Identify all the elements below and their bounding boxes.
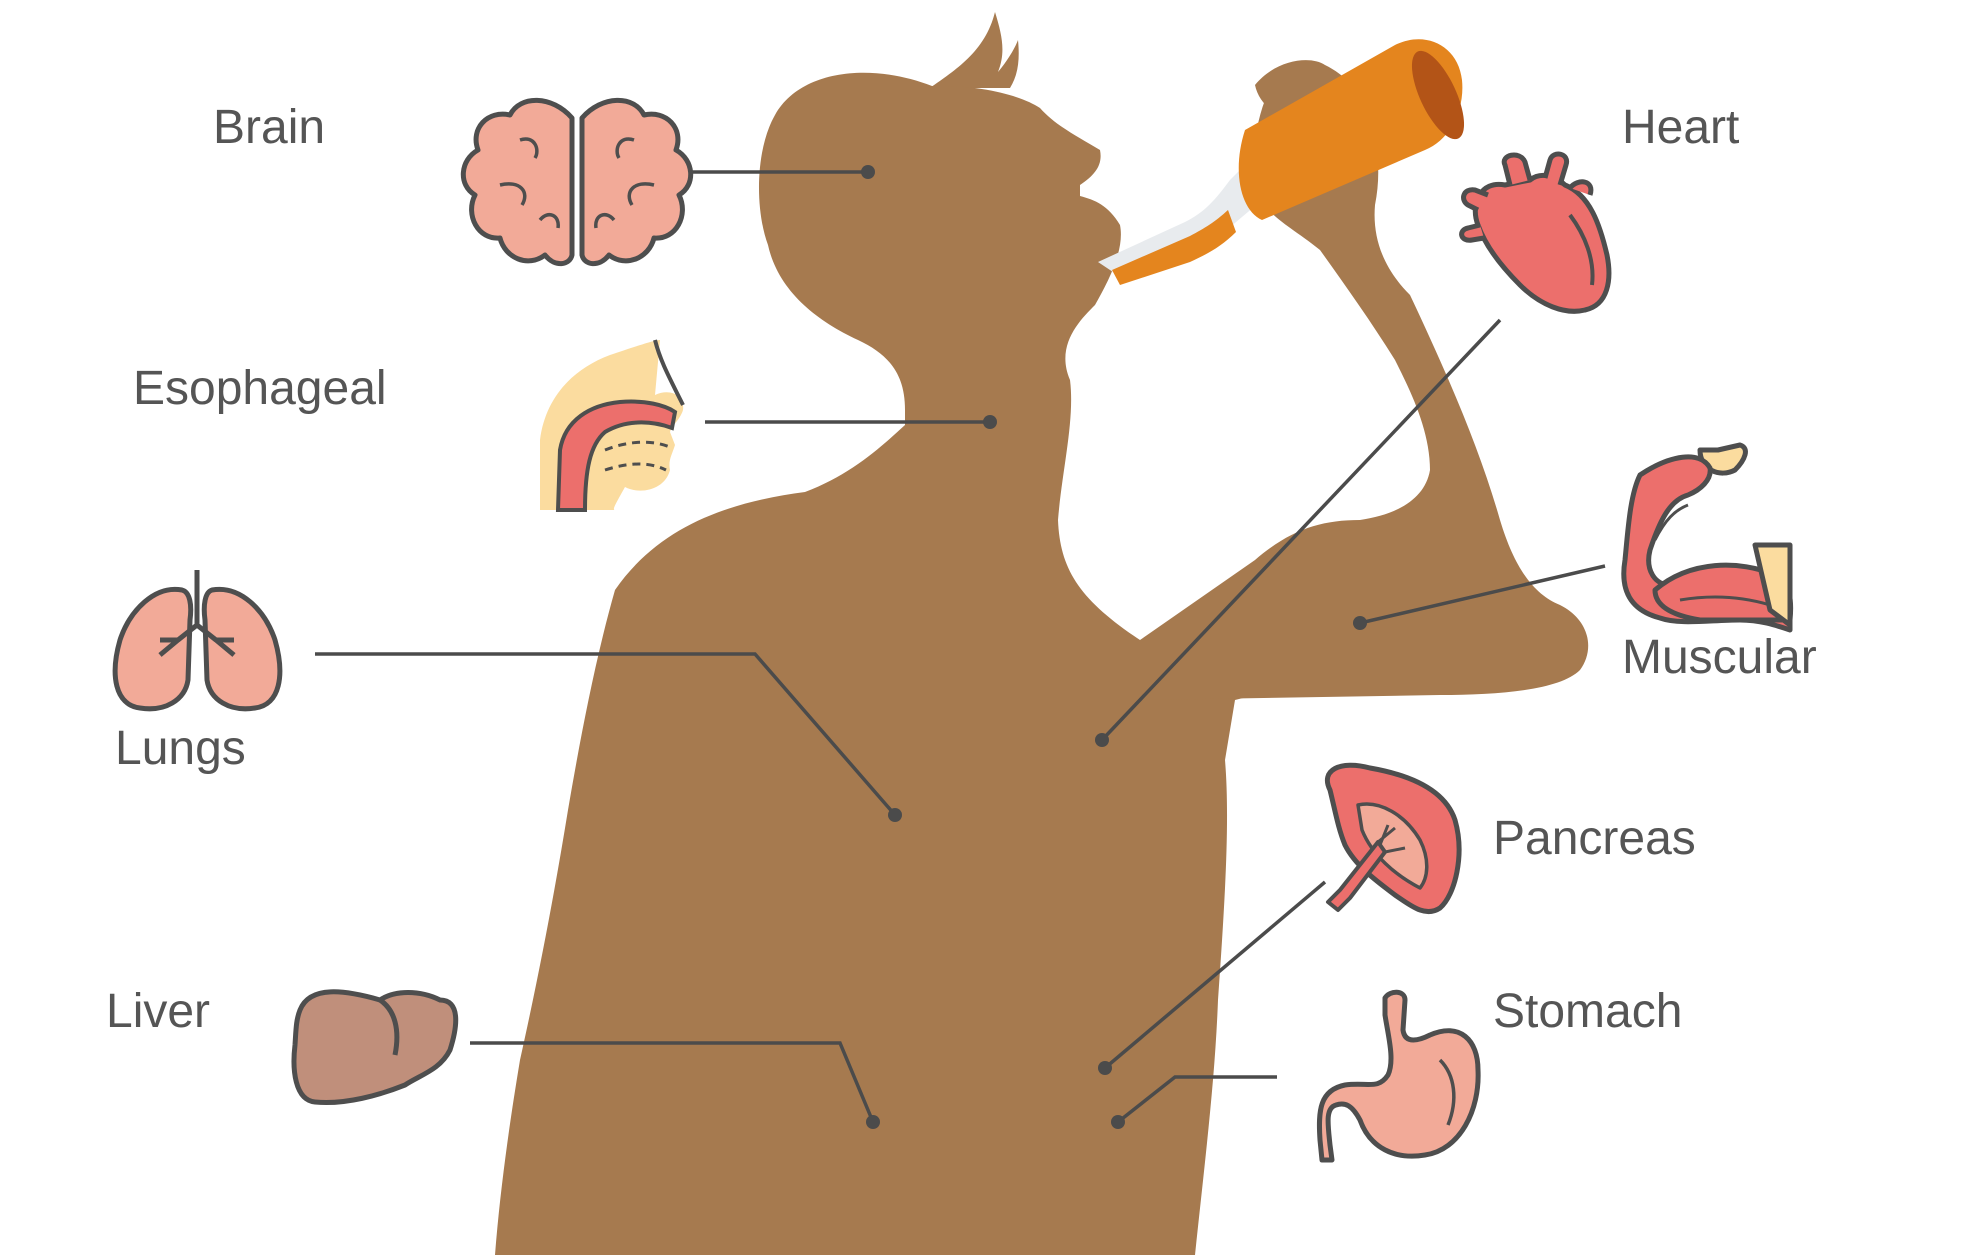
leader-lines (315, 170, 1606, 1124)
bottle-base (1411, 50, 1465, 140)
brain-icon (460, 97, 694, 267)
liver-icon (291, 989, 459, 1106)
label-pancreas: Pancreas (1493, 812, 1696, 865)
leader-line-liver (470, 1041, 875, 1123)
endpoint-esophageal (983, 415, 997, 429)
label-muscular: Muscular (1622, 631, 1817, 684)
endpoint-liver (866, 1115, 880, 1129)
bottle-liquid-neck (1112, 210, 1236, 285)
label-stomach: Stomach (1493, 985, 1683, 1038)
pancreas-icon (1325, 762, 1462, 915)
endpoint-stomach (1111, 1115, 1125, 1129)
leader-line-stomach (1116, 1075, 1277, 1124)
heart-icon (1459, 151, 1612, 314)
bottle-body (1238, 39, 1463, 220)
label-esophageal: Esophageal (133, 362, 387, 415)
endpoint-lungs (888, 808, 902, 822)
label-lungs: Lungs (115, 722, 246, 775)
leader-line-muscular (1359, 564, 1606, 625)
esophagus-icon (540, 339, 685, 512)
stomach-icon (1316, 989, 1481, 1163)
lungs-icon (112, 570, 283, 712)
endpoint-heart (1095, 733, 1109, 747)
endpoint-pancreas (1098, 1061, 1112, 1075)
leader-line-pancreas (1103, 880, 1327, 1070)
leader-line-heart (1100, 318, 1502, 742)
endpoint-brain (861, 165, 875, 179)
endpoint-muscular (1353, 616, 1367, 630)
beer-bottle (1098, 39, 1465, 285)
leader-line-lungs (315, 652, 897, 817)
label-heart: Heart (1622, 101, 1740, 154)
leader-endpoints (861, 165, 1367, 1129)
bottle-neck (1098, 160, 1262, 280)
label-brain: Brain (213, 101, 326, 154)
bicep-muscle-icon (1621, 442, 1794, 633)
label-liver: Liver (106, 985, 211, 1038)
